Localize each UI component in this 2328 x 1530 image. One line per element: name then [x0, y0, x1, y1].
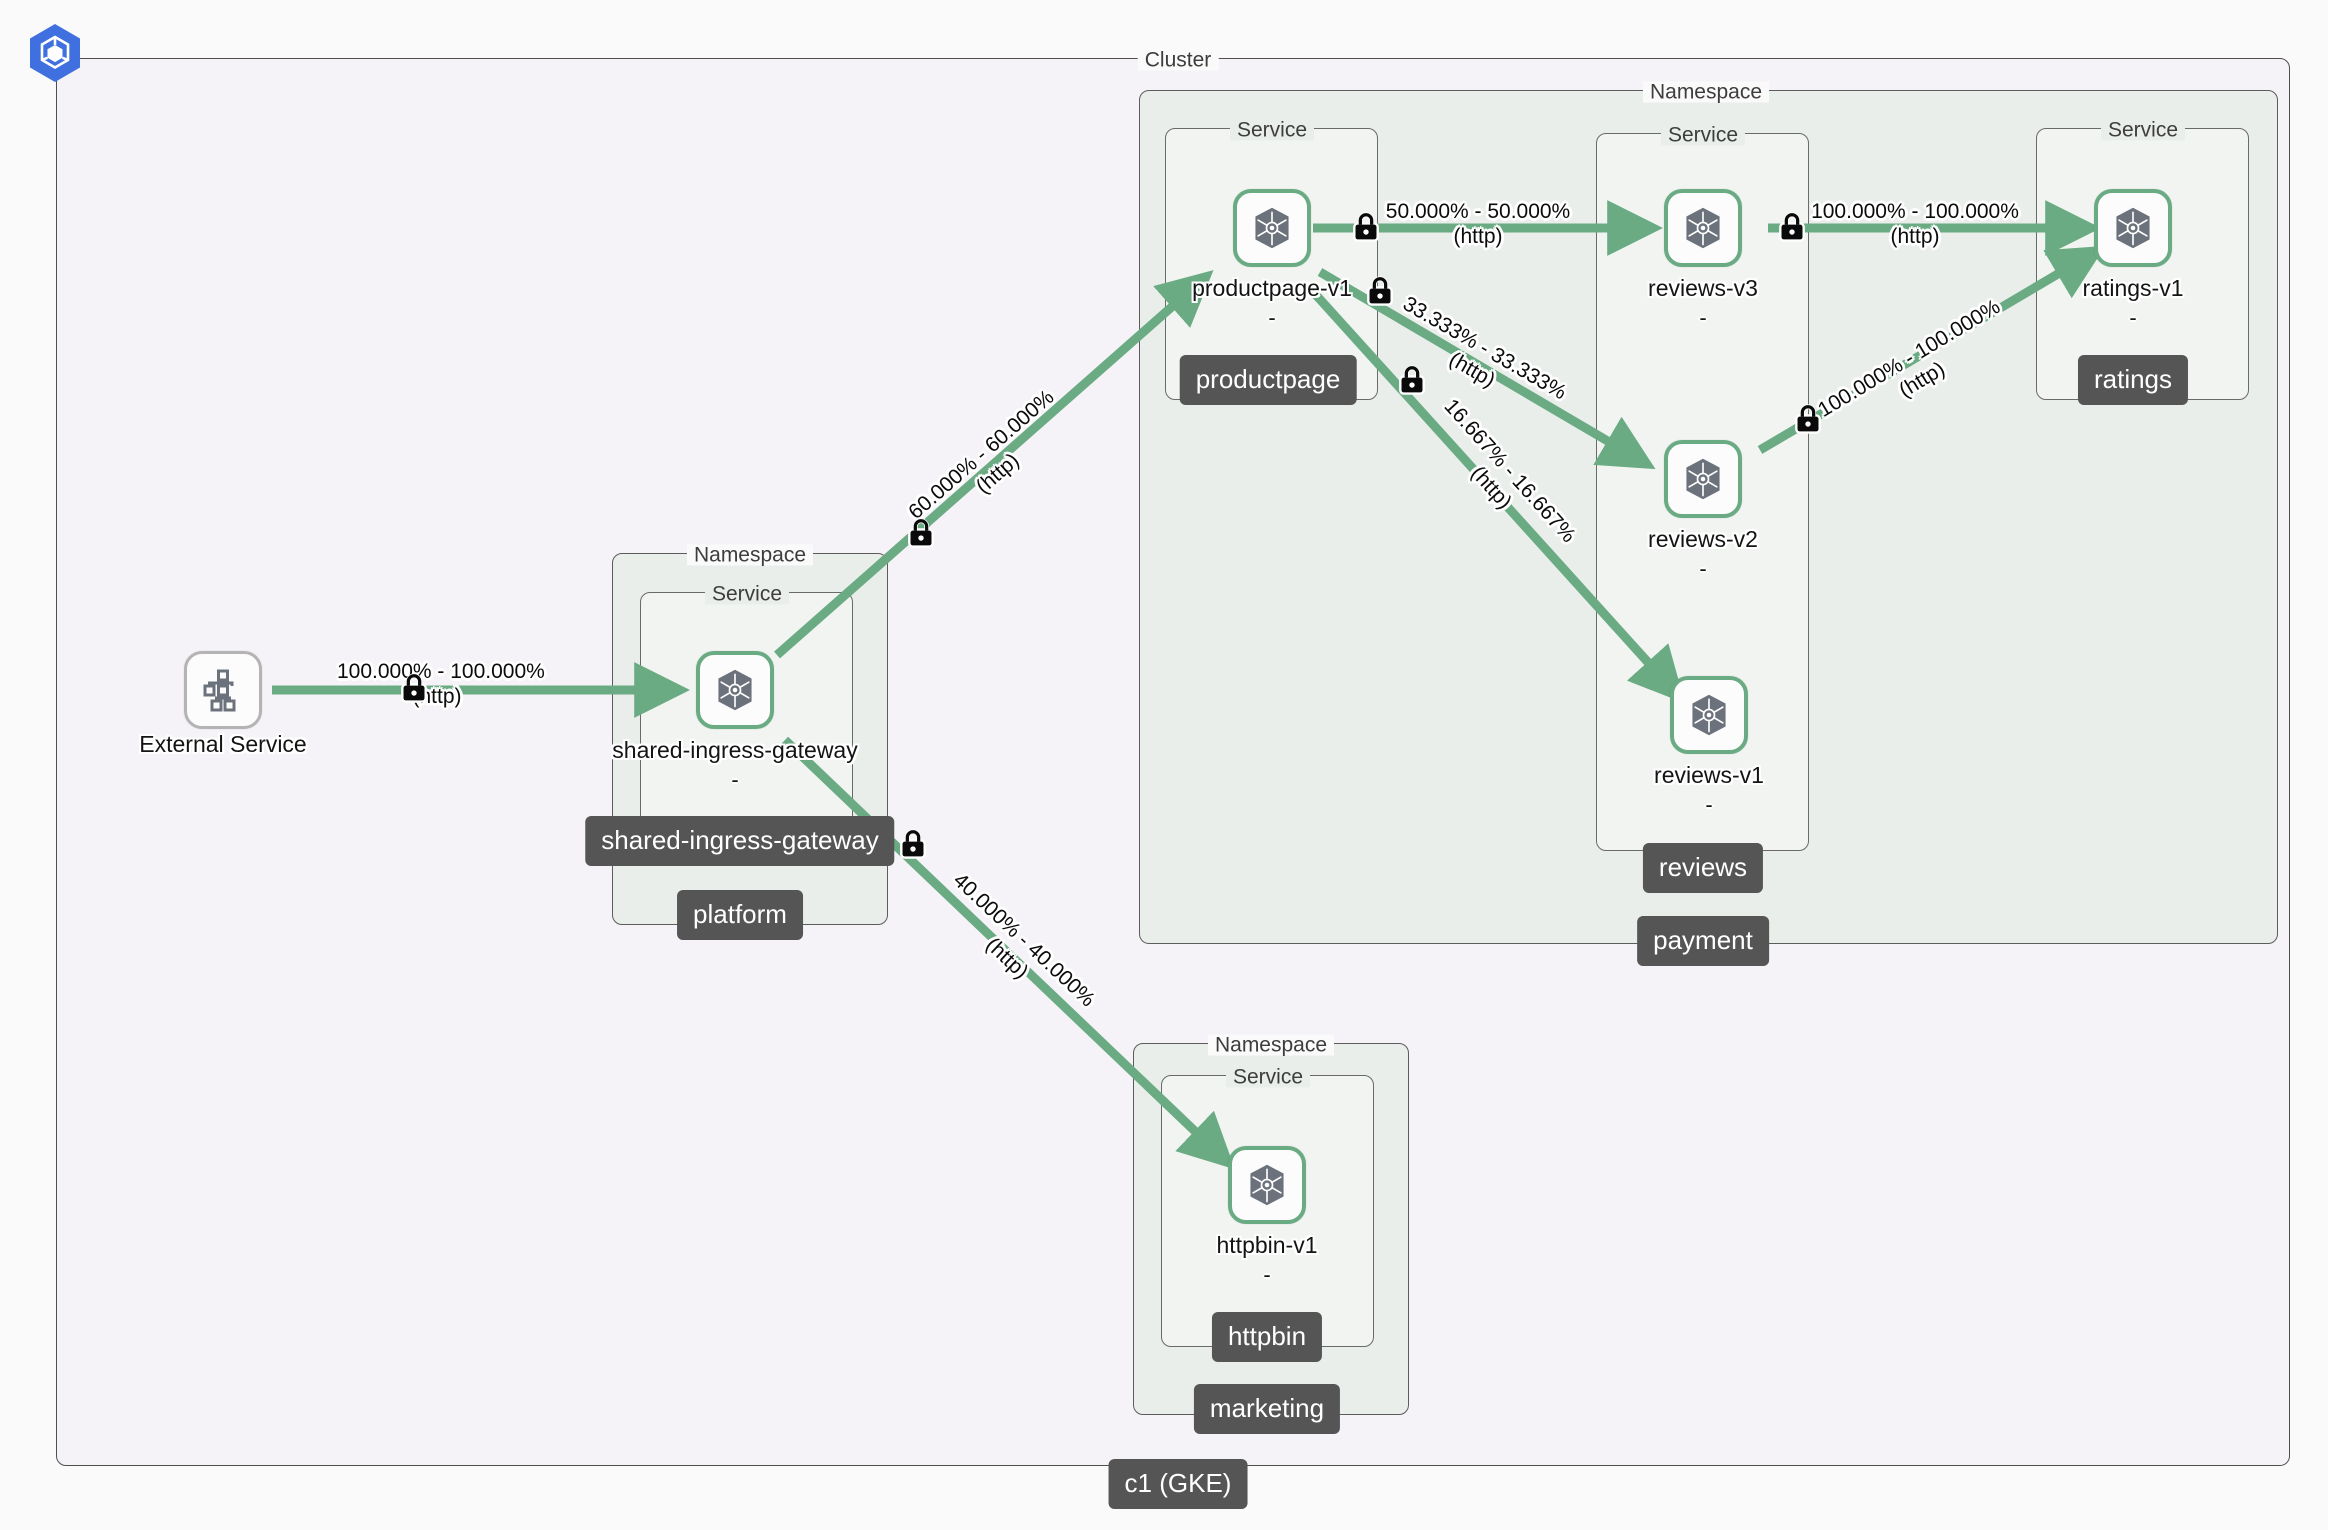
- service-badge-reviews[interactable]: reviews: [1642, 843, 1764, 893]
- service-frame-label-shared-ingress-gateway: Service: [698, 583, 796, 605]
- node-sublabel: -: [1268, 305, 1276, 330]
- mtls-lock-icon-e2: [904, 517, 938, 556]
- node-reviews-v2[interactable]: reviews-v2 -: [1648, 440, 1758, 580]
- node-shape: [2094, 189, 2172, 267]
- edge-protocol-text: (http): [1890, 224, 1940, 248]
- node-ratings-v1[interactable]: ratings-v1 -: [2083, 189, 2183, 329]
- node-sublabel: -: [2129, 305, 2137, 330]
- service-badge-httpbin[interactable]: httpbin: [1211, 1312, 1323, 1362]
- kiali-hexagon-logo[interactable]: [24, 22, 86, 89]
- service-frame-label-httpbin: Service: [1219, 1066, 1317, 1088]
- sitemap-icon: [203, 669, 236, 712]
- node-external-service[interactable]: External Service: [139, 651, 307, 757]
- node-sublabel: -: [1705, 792, 1713, 817]
- edge-protocol-text: (http): [412, 684, 462, 708]
- service-frame-label-productpage: Service: [1223, 119, 1321, 141]
- node-label: productpage-v1: [1192, 275, 1352, 301]
- node-shape: [1664, 440, 1742, 518]
- edge-label-productpage-to-reviews-v3: 50.000% - 50.000% (http): [1358, 200, 1598, 250]
- node-shape: [1670, 676, 1748, 754]
- kubernetes-icon: [2116, 207, 2150, 249]
- node-label: reviews-v2: [1648, 526, 1758, 552]
- node-label: httpbin-v1: [1216, 1232, 1318, 1258]
- node-sublabel: -: [1699, 305, 1707, 330]
- kubernetes-icon: [1686, 207, 1720, 249]
- node-label: reviews-v1: [1654, 762, 1764, 788]
- service-badge-productpage[interactable]: productpage: [1179, 355, 1357, 405]
- mtls-lock-icon-e4: [1349, 211, 1383, 250]
- node-label: reviews-v3: [1648, 275, 1758, 301]
- mtls-lock-icon-e3: [896, 828, 930, 867]
- mtls-lock-icon-e6: [1395, 364, 1429, 403]
- node-httpbin-v1[interactable]: httpbin-v1 -: [1216, 1146, 1318, 1286]
- node-label: External Service: [139, 731, 307, 757]
- cluster-frame-label: Cluster: [1131, 49, 1226, 71]
- node-shape: [696, 651, 774, 729]
- node-shared-ingress-gateway[interactable]: shared-ingress-gateway -: [612, 651, 858, 791]
- node-shape: [184, 651, 262, 729]
- edge-rate-text: 100.000% - 100.000%: [1811, 200, 2019, 223]
- edge-label-reviews-v3-to-ratings: 100.000% - 100.000% (http): [1795, 200, 2035, 250]
- node-shape: [1664, 189, 1742, 267]
- service-frame-label-reviews: Service: [1654, 124, 1752, 146]
- kubernetes-icon: [1255, 207, 1289, 249]
- namespace-badge-payment[interactable]: payment: [1637, 916, 1769, 966]
- edge-label-external-to-ingress: 100.000% - 100.000% (http): [337, 660, 545, 710]
- namespace-frame-label-platform: Namespace: [680, 544, 820, 566]
- service-badge-ratings[interactable]: ratings: [2077, 355, 2189, 405]
- mtls-lock-icon-e8: [1791, 403, 1825, 442]
- cluster-name-badge[interactable]: c1 (GKE): [1108, 1459, 1248, 1509]
- mtls-lock-icon-e7: [1775, 211, 1809, 250]
- node-label: shared-ingress-gateway: [612, 737, 858, 763]
- namespace-badge-platform[interactable]: platform: [677, 890, 803, 940]
- kubernetes-icon: [1250, 1164, 1284, 1206]
- service-frame-label-ratings: Service: [2094, 119, 2192, 141]
- node-reviews-v3[interactable]: reviews-v3 -: [1648, 189, 1758, 329]
- kubernetes-icon: [1692, 694, 1726, 736]
- kubernetes-icon: [1686, 458, 1720, 500]
- namespace-frame-label-marketing: Namespace: [1201, 1034, 1341, 1056]
- node-shape: [1233, 189, 1311, 267]
- namespace-frame-label-payment: Namespace: [1636, 81, 1776, 103]
- mtls-lock-icon-e1: [397, 672, 431, 711]
- node-sublabel: -: [1263, 1262, 1271, 1287]
- edge-rate-text: 100.000% - 100.000%: [337, 660, 545, 683]
- node-label: ratings-v1: [2082, 275, 2184, 301]
- node-sublabel: -: [731, 767, 739, 792]
- node-reviews-v1[interactable]: reviews-v1 -: [1654, 676, 1764, 816]
- mtls-lock-icon-e5: [1363, 275, 1397, 314]
- kubernetes-icon: [718, 669, 752, 711]
- edge-rate-text: 50.000% - 50.000%: [1385, 200, 1571, 223]
- node-productpage-v1[interactable]: productpage-v1 -: [1192, 189, 1352, 329]
- service-badge-shared-ingress-gateway[interactable]: shared-ingress-gateway: [585, 816, 895, 866]
- edge-protocol-text: (http): [1453, 224, 1503, 248]
- node-sublabel: -: [1699, 556, 1707, 581]
- node-shape: [1228, 1146, 1306, 1224]
- namespace-badge-marketing[interactable]: marketing: [1193, 1384, 1341, 1434]
